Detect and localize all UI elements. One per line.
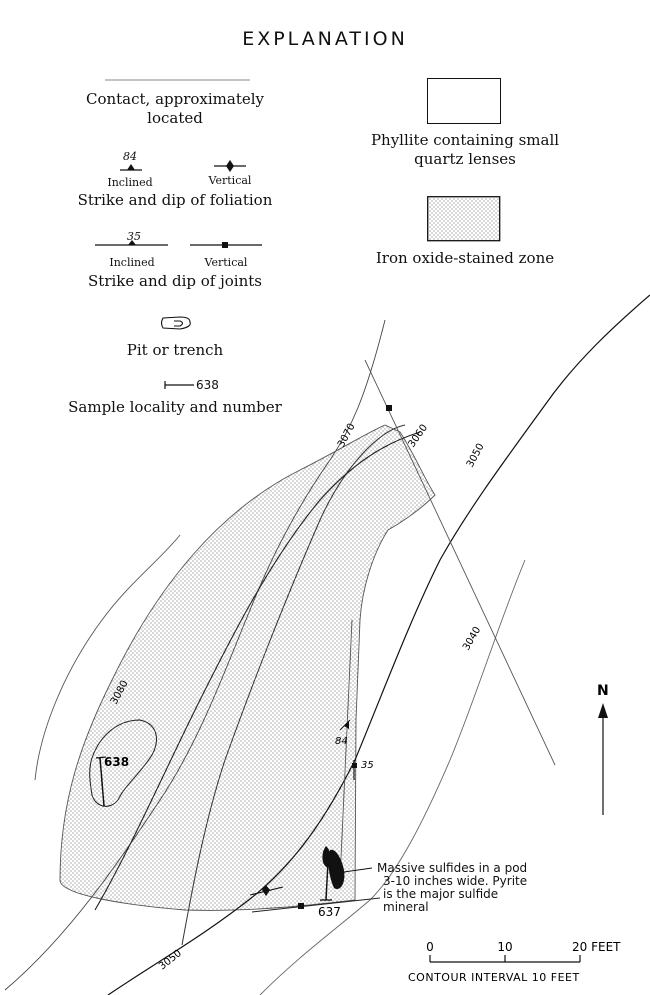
contour-3040 [259,559,526,995]
legend-symbols [95,79,262,389]
foliation-vertical-symbol [214,160,246,172]
contact-label: Contact, approximately located [85,90,265,127]
sample-label: Sample locality and number [68,398,282,416]
sample-638-symbol [95,756,107,807]
contour-label-3060: 3060 [406,423,430,450]
contour-3060-inner [94,431,421,911]
north-label: N [597,683,609,699]
sulfide-leader [343,867,373,873]
contour-label-3040: 3040 [461,625,483,653]
sample-638-label: 638 [104,755,129,769]
iron-oxide-zone [59,424,436,911]
joint-line-north [364,359,556,766]
iron-oxide-label: Iron oxide-stained zone [375,249,555,267]
contact-line [339,619,353,881]
contour-interval-label: CONTOUR INTERVAL 10 FEET [408,971,580,984]
joint-inclined-value: 35 [127,230,141,243]
foliation-dip-label: 84 [335,736,348,747]
pit-symbol-icon [160,316,191,330]
foliation-inclined-label: Inclined [107,176,153,189]
contour-3060 [181,424,406,946]
sulfide-note-line-1: Massive sulfides in a pod [377,861,528,875]
iron-oxide-swatch [427,196,501,242]
sample-637-label: 637 [318,905,341,919]
sample-locality-symbol [164,381,194,389]
contour-label-3050: 3050 [465,442,487,470]
sample-number-legend: 638 [196,378,219,392]
scale-tick-0: 0 [426,940,434,954]
contour-3080 [34,534,181,781]
sulfide-pod [328,849,345,890]
joint-dip-label: 35 [361,760,374,771]
sample-637-symbol [320,861,332,901]
foliation-vertical-map [249,885,284,896]
contour-label-3050-south: 3050 [157,948,184,972]
joint-caption: Strike and dip of joints [88,272,262,290]
foliation-inclined-map [339,719,351,731]
foliation-caption: Strike and dip of foliation [77,191,273,209]
joint-vertical-label: Vertical [204,256,248,269]
north-arrow-icon [598,703,608,815]
contour-3070 [4,319,386,991]
pit-label: Pit or trench [126,341,224,359]
joint-inclined-map [352,760,357,780]
joint-line-south [251,897,381,913]
sulfide-note-line-3: is the major sulfide [383,887,499,901]
scale-tick-20: 20 FEET [572,940,621,954]
phyllite-label: Phyllite containing small quartz lenses [370,131,560,168]
scale-tick-10: 10 [497,940,512,954]
sulfide-note-line-4: mineral [383,900,429,914]
contour-3050 [107,294,650,995]
joint-vertical-marker [386,405,392,411]
foliation-vertical-label: Vertical [208,174,252,187]
phyllite-swatch [427,78,501,124]
joint-inclined-symbol [95,240,168,246]
pit-outline [89,719,157,807]
scale-bar [429,955,581,963]
sulfide-note: Massive sulfides in a pod 3-10 inches wi… [377,862,527,914]
foliation-inclined-symbol [120,164,142,171]
foliation-inclined-value: 84 [123,150,137,163]
joint-inclined-label: Inclined [109,256,155,269]
joint-vertical-marker-south [298,903,304,909]
joint-vertical-symbol [190,242,262,248]
explanation-title: EXPLANATION [242,28,408,50]
sulfide-note-line-2: 3-10 inches wide. Pyrite [383,874,528,888]
